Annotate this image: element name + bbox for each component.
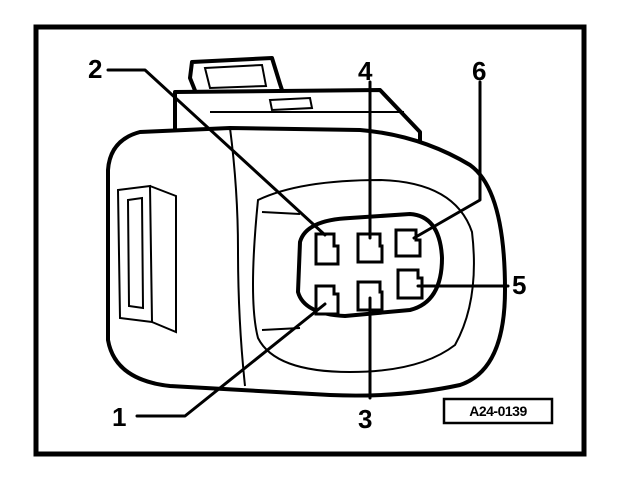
- callout-label-3: 3: [358, 404, 372, 434]
- figure-reference-box: A24-0139: [442, 397, 554, 425]
- leader-line-6: [412, 80, 482, 240]
- callout-label-1: 1: [112, 402, 126, 432]
- pin-cavity-3: [356, 280, 384, 312]
- pin-cavity-2: [314, 232, 340, 266]
- callout-label-4: 4: [358, 56, 373, 86]
- pin-cavity-6: [394, 228, 422, 258]
- connector-housing: [106, 56, 507, 398]
- figure-reference: A24-0139: [469, 403, 527, 419]
- callout-label-2: 2: [88, 54, 102, 84]
- callout-label-5: 5: [512, 270, 526, 300]
- pin-cavity-4: [356, 232, 384, 264]
- pin-cavity-5: [396, 268, 424, 300]
- leader-line-2: [106, 68, 327, 237]
- leader-line-1: [135, 302, 327, 418]
- pin-cavities: [314, 228, 424, 316]
- callout-labels: 2 4 6 5 3 1: [88, 54, 526, 434]
- leader-lines: [106, 68, 510, 418]
- callout-label-6: 6: [472, 56, 486, 86]
